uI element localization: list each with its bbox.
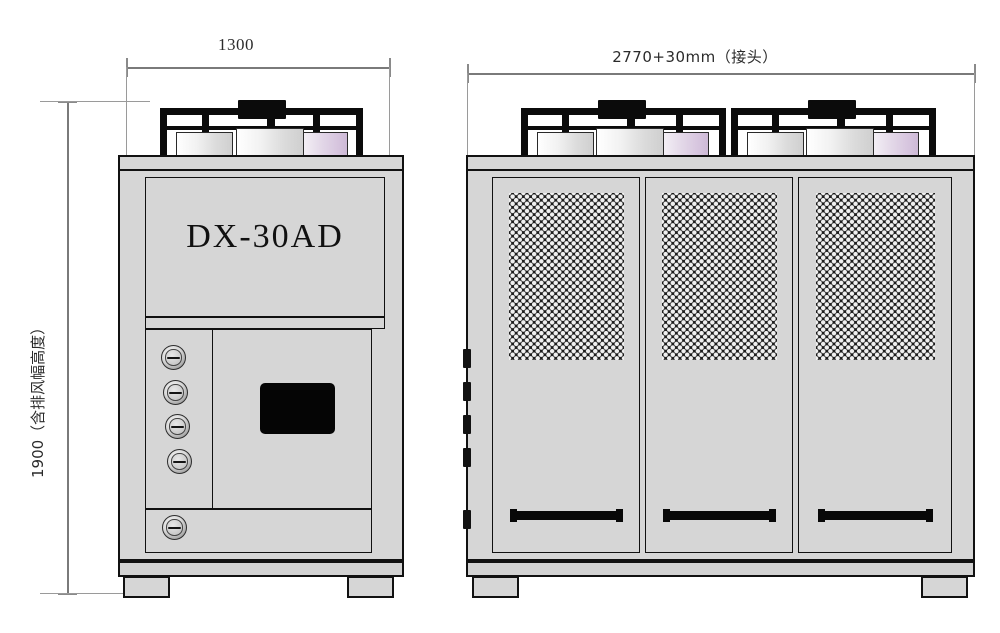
gauge-5[interactable] [162,515,187,540]
front-upper-panel [145,177,385,317]
side-rail1-left-post [521,108,528,161]
side-louver-cap-3-right [926,509,933,522]
side-foot-left [472,576,519,598]
dimension-line-height [67,101,69,594]
side-rail1-junction-box [598,100,646,119]
dimension-label-height: 1900（含排风幅高度） [29,319,47,478]
extension-line-side-left [467,73,468,173]
dimension-label-side-width: 2770+30mm（接头） [612,48,778,66]
side-louver-cap-1-left [510,509,517,522]
gauge-3[interactable] [165,414,190,439]
side-louver-bar-2 [667,511,772,520]
front-foot-right [347,576,394,598]
front-plinth [118,561,404,577]
gauge-1[interactable] [161,345,186,370]
front-top-rail-right-post [356,108,363,161]
side-rail1-right-post [719,108,726,161]
extension-line-bottom [40,593,130,594]
side-rail2-junction-box [808,100,856,119]
side-louver-cap-2-left [663,509,670,522]
extension-line-front-right [389,67,390,157]
side-hinge-4 [463,448,471,467]
gauge-4[interactable] [167,449,192,474]
side-plinth [466,561,975,577]
dimension-label-front-width: 1300 [218,35,254,54]
side-rail2-left-post [731,108,738,161]
side-louver-bar-3 [822,511,929,520]
front-mid-strip [145,317,385,329]
side-mesh-panel-3 [816,193,935,360]
side-mesh-panel-2 [662,193,777,360]
front-foot-left [123,576,170,598]
side-hinge-5 [463,510,471,529]
side-hinge-3 [463,415,471,434]
extension-line-front-left [126,67,127,167]
control-display[interactable] [260,383,335,434]
model-label: DX-30AD [186,218,344,255]
side-louver-bar-1 [514,511,619,520]
extension-line-top [40,101,150,102]
dimension-line-side-width [467,73,975,75]
side-hinge-2 [463,382,471,401]
side-hinge-1 [463,349,471,368]
front-top-junction-box [238,100,286,119]
front-top-rail-left-post [160,108,167,161]
side-foot-right [921,576,968,598]
side-louver-cap-2-right [769,509,776,522]
side-mesh-panel-1 [509,193,624,360]
side-rail2-right-post [929,108,936,161]
side-louver-cap-1-right [616,509,623,522]
extension-line-side-right [974,73,975,173]
gauge-2[interactable] [163,380,188,405]
dimension-line-front-width [126,67,390,69]
side-louver-cap-3-left [818,509,825,522]
